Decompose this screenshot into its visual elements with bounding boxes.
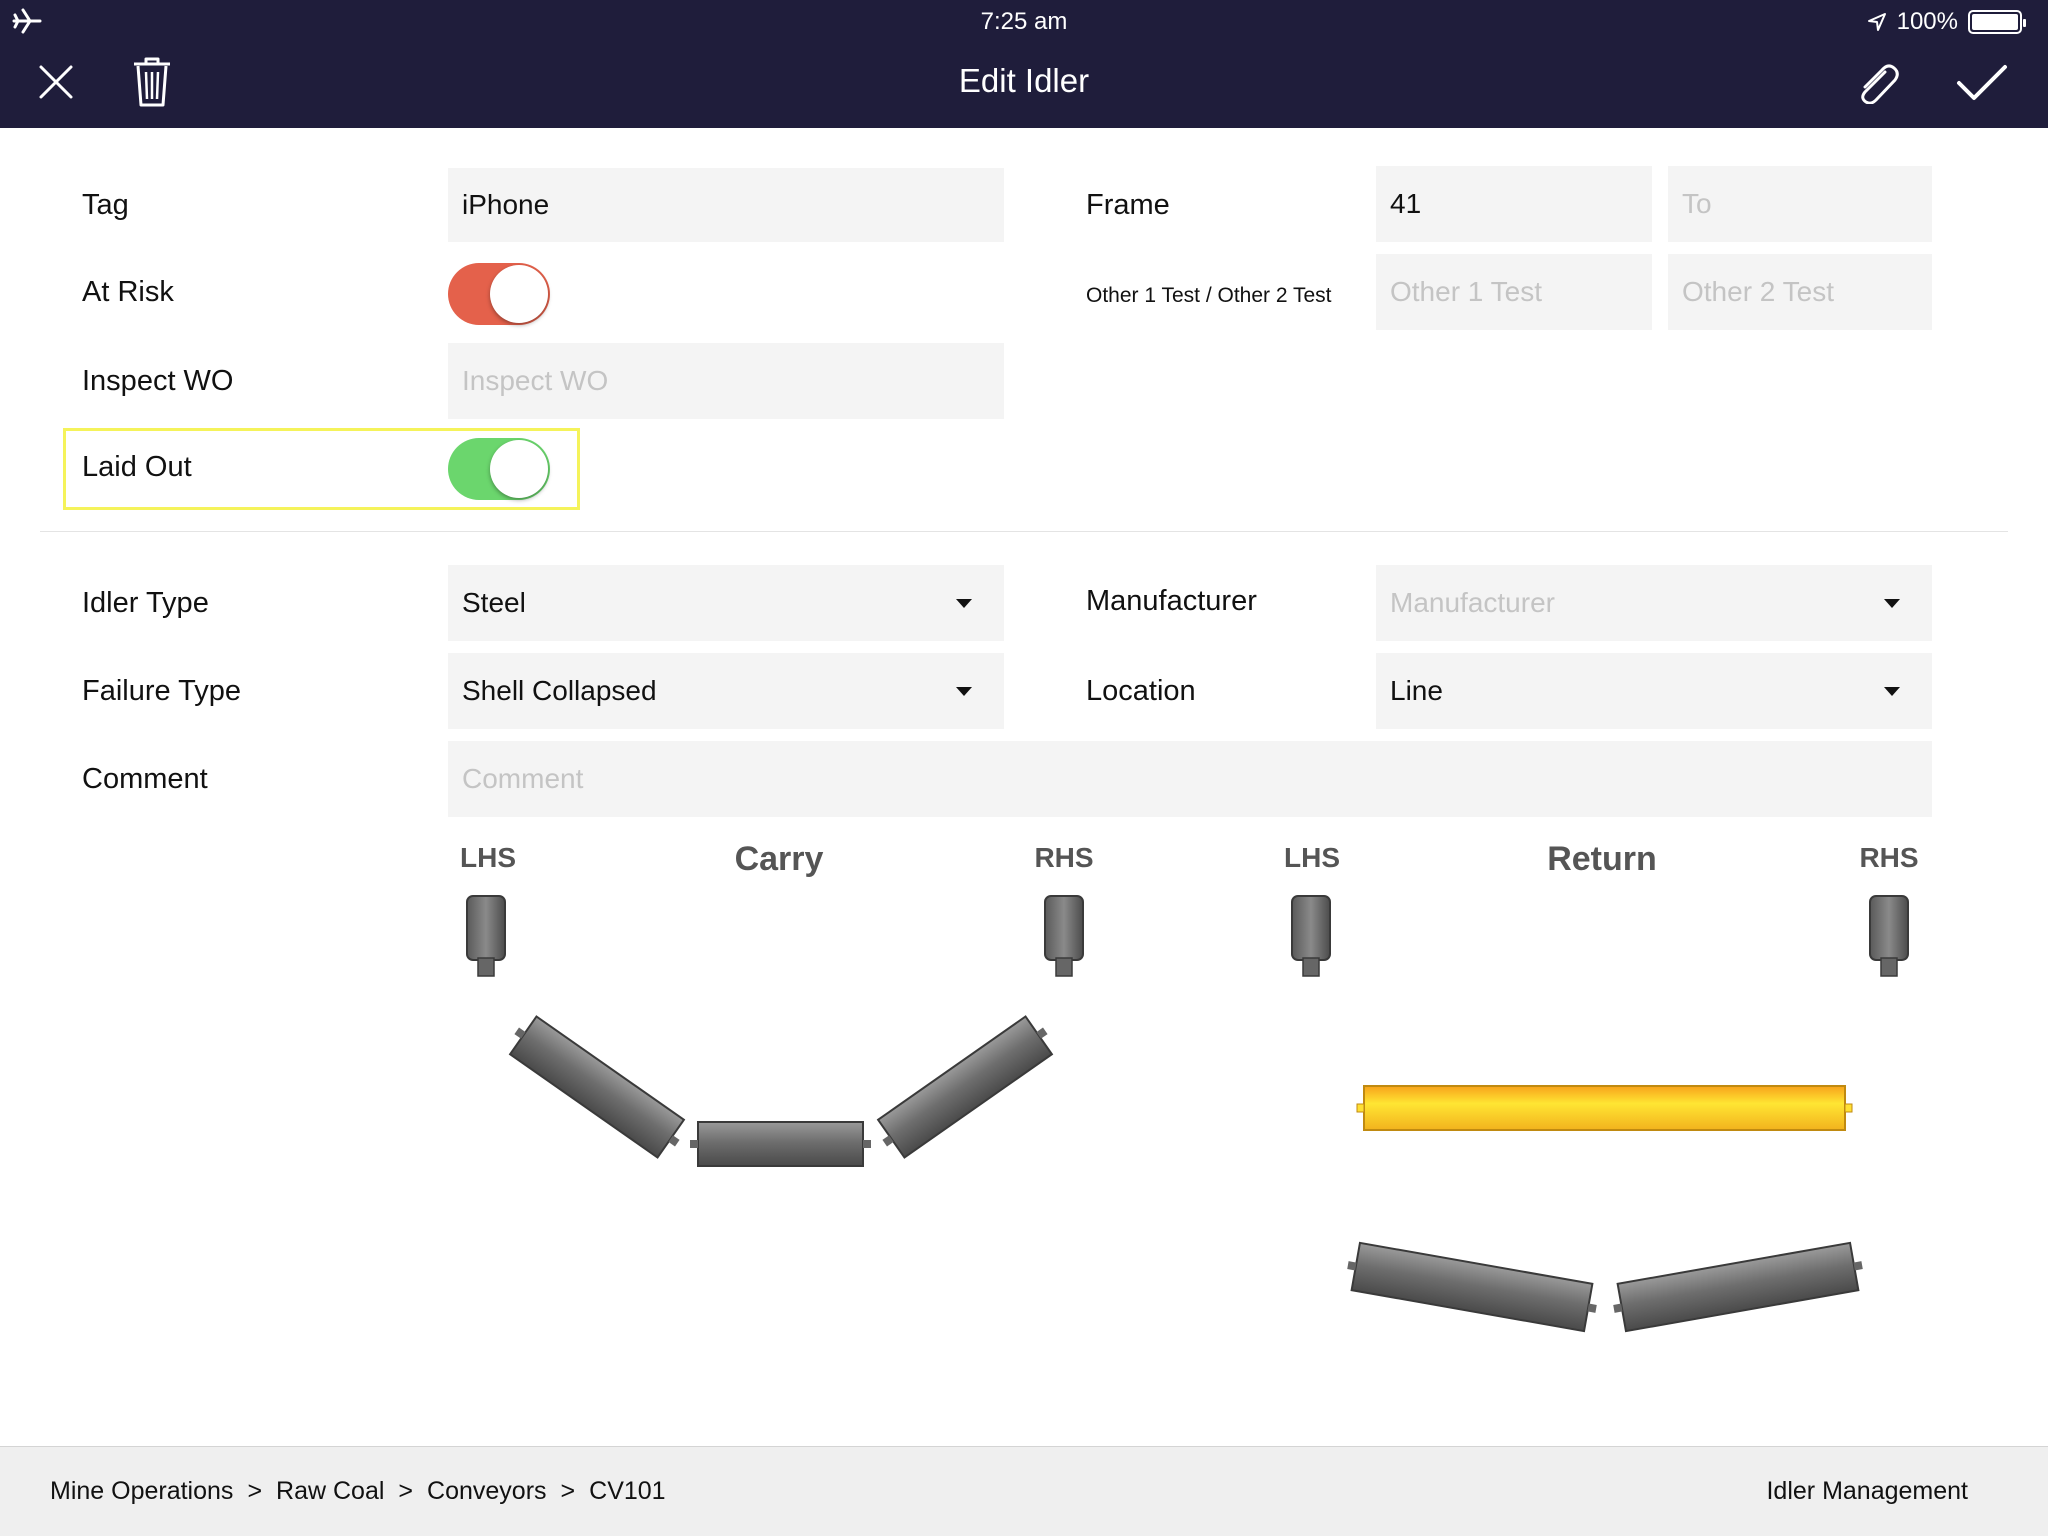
idler-diagram [466,895,1909,1333]
carry-title: Carry [734,840,824,878]
return-bottom-left-roller[interactable] [1344,1241,1601,1333]
inspect-wo-label: Inspect WO [82,365,234,397]
laid-out-toggle[interactable] [448,438,550,500]
at-risk-label: At Risk [82,276,174,308]
toggle-knob [490,440,548,498]
laid-out-highlight [63,428,580,510]
idler-type-label: Idler Type [82,587,209,619]
breadcrumb-separator: > [560,1477,576,1505]
carry-left-wing-roller[interactable] [504,1012,691,1162]
status-time: 7:25 am [980,8,1068,35]
return-rhs-label: RHS [1859,842,1919,873]
airplane-mode-icon [12,8,42,34]
page-title: Edit Idler [958,62,1090,99]
laid-out-label: Laid Out [82,451,192,483]
checkmark-icon[interactable] [1956,64,2008,102]
trash-icon[interactable] [132,56,172,108]
dropdown-arrow-icon [1884,599,1900,608]
paperclip-icon[interactable] [1855,64,1899,104]
breadcrumb-item[interactable]: Mine Operations [50,1477,234,1505]
tag-label: Tag [82,189,129,221]
carry-center-roller[interactable] [690,1121,871,1167]
breadcrumb-item[interactable]: CV101 [589,1477,666,1505]
breadcrumb: Mine Operations > Raw Coal > Conveyors >… [50,1477,666,1506]
dropdown-arrow-icon [956,687,972,696]
carry-lhs-label: LHS [460,842,516,873]
failure-type-value: Shell Collapsed [462,675,657,706]
comment-label: Comment [82,763,208,795]
idler-type-value: Steel [462,587,526,618]
carry-rhs-label: RHS [1034,842,1094,873]
idler-type-select[interactable]: Steel [448,565,1004,641]
breadcrumb-separator: > [398,1477,414,1505]
comment-input[interactable]: Comment [448,741,1932,817]
location-label: Location [1086,675,1196,707]
nav-bar: 7:25 am 100% Edit Idler [0,0,2048,128]
close-icon[interactable] [38,64,74,100]
location-arrow-icon [1867,13,1886,31]
breadcrumb-item[interactable]: Conveyors [427,1477,547,1505]
return-rhs-guide-roller[interactable] [1869,895,1909,977]
section-divider [40,531,2008,532]
tag-input[interactable]: iPhone [448,168,1004,242]
frame-to-input[interactable]: To [1668,166,1932,242]
failure-type-label: Failure Type [82,675,242,707]
return-title: Return [1547,840,1657,878]
breadcrumb-item[interactable]: Raw Coal [276,1477,385,1505]
breadcrumb-separator: > [247,1477,263,1505]
other-1-input[interactable]: Other 1 Test [1376,254,1652,330]
return-bottom-right-roller[interactable] [1610,1241,1867,1333]
at-risk-toggle[interactable] [448,263,550,325]
location-select[interactable]: Line [1376,653,1932,729]
app-name: Idler Management [1766,1477,1968,1505]
return-lhs-guide-roller[interactable] [1291,895,1331,977]
carry-right-wing-roller[interactable] [872,1012,1059,1162]
return-top-roller-selected[interactable] [1356,1085,1853,1131]
frame-input[interactable]: 41 [1376,166,1652,242]
frame-label: Frame [1086,189,1170,221]
failure-type-select[interactable]: Shell Collapsed [448,653,1004,729]
inspect-wo-input[interactable]: Inspect WO [448,343,1004,419]
return-lhs-label: LHS [1284,842,1340,873]
battery-icon [1968,10,2026,34]
dropdown-arrow-icon [1884,687,1900,696]
other-2-input[interactable]: Other 2 Test [1668,254,1932,330]
other-tests-label: Other 1 Test / Other 2 Test [1086,284,1332,307]
dropdown-arrow-icon [956,599,972,608]
status-right: 100% [1867,8,2026,36]
manufacturer-select[interactable]: Manufacturer [1376,565,1932,641]
location-value: Line [1390,675,1443,706]
toggle-knob [490,265,548,323]
manufacturer-label: Manufacturer [1086,585,1257,617]
battery-percent: 100% [1896,8,1958,35]
carry-lhs-guide-roller[interactable] [466,895,506,977]
manufacturer-placeholder: Manufacturer [1390,587,1555,618]
carry-rhs-guide-roller[interactable] [1044,895,1084,977]
footer-bar: Mine Operations > Raw Coal > Conveyors >… [0,1446,2048,1536]
